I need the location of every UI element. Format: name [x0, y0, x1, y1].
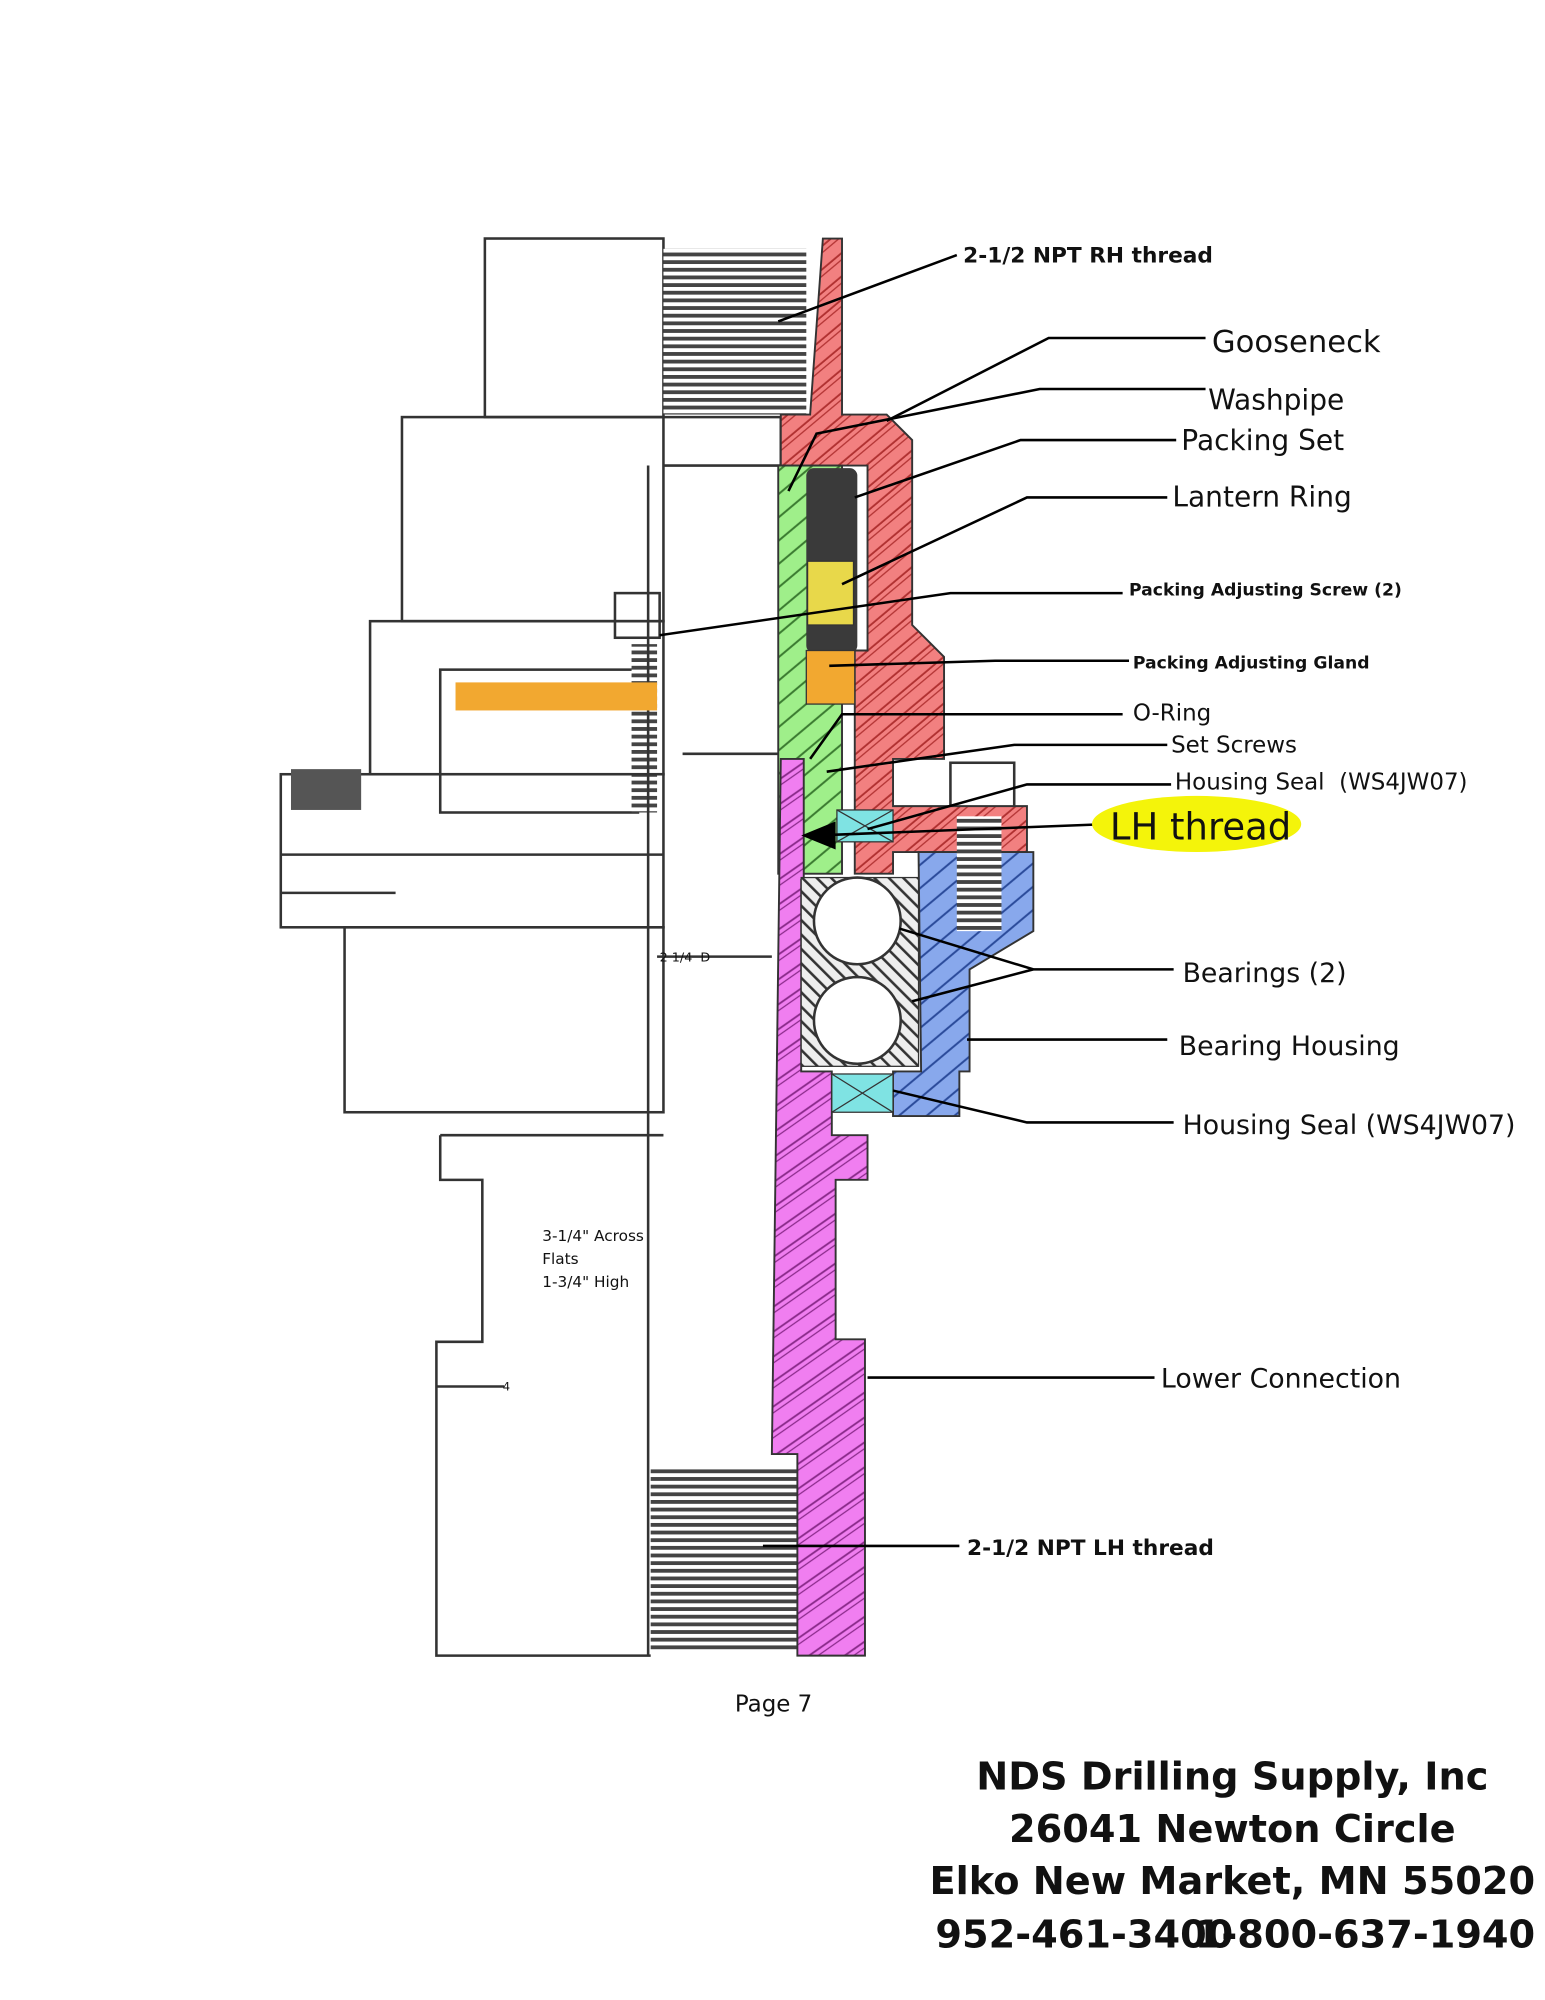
company-street: 26041 Newton Circle [1009, 1807, 1456, 1852]
label-packing-set: Packing Set [1181, 424, 1344, 457]
company-city: Elko New Market, MN 55020 [930, 1859, 1536, 1904]
leader-lines [659, 253, 1206, 1548]
label-bearing-housing: Bearing Housing [1179, 1031, 1400, 1062]
label-housing-seal-bottom: Housing Seal (WS4JW07) [1183, 1110, 1516, 1141]
bearing-ball [812, 876, 902, 966]
body-outline [279, 237, 807, 1657]
label-bearings: Bearings (2) [1183, 958, 1347, 989]
label-lh-thread: LH thread [1110, 805, 1291, 848]
label-packing-adjusting-gland: Packing Adjusting Gland [1133, 653, 1370, 673]
company-phone-tollfree: 1-800-637-1940 [1195, 1913, 1535, 1958]
set-screw-box [949, 761, 1016, 809]
housing-seal-top-part [836, 809, 894, 843]
page-number: Page 7 [735, 1692, 812, 1718]
housing-seal-bottom-part [831, 1073, 894, 1113]
lh-thread-highlight [1092, 795, 1302, 853]
dimension-diameter: 2 1/4 D [660, 951, 711, 966]
label-packing-adjusting-screw: Packing Adjusting Screw (2) [1129, 581, 1402, 601]
label-housing-seal-top: Housing Seal (WS4JW07) [1175, 770, 1468, 796]
label-npt-rh-thread: 2-1/2 NPT RH thread [963, 244, 1213, 269]
flats-note-line1: 3-1/4" Across [542, 1227, 644, 1245]
gland-bar [455, 682, 658, 711]
lantern-ring-part [806, 560, 855, 626]
label-washpipe: Washpipe [1208, 383, 1344, 416]
label-o-ring: O-Ring [1133, 701, 1211, 727]
company-name: NDS Drilling Supply, Inc [976, 1755, 1488, 1800]
adjusting-gland-part [805, 649, 856, 705]
label-lantern-ring: Lantern Ring [1172, 480, 1351, 513]
dimension-mark: 4 [503, 1379, 510, 1393]
label-set-screws: Set Screws [1171, 733, 1297, 759]
label-lower-connection: Lower Connection [1161, 1364, 1401, 1395]
flats-note-line2: Flats [542, 1250, 578, 1268]
flats-note-line3: 1-3/4" High [542, 1273, 629, 1291]
company-phone-local: 952-461-3400 [935, 1913, 1233, 1958]
label-npt-lh-thread: 2-1/2 NPT LH thread [967, 1536, 1214, 1561]
housing-thread [956, 816, 1002, 932]
label-gooseneck: Gooseneck [1212, 325, 1381, 360]
bearing-ball [812, 975, 902, 1066]
